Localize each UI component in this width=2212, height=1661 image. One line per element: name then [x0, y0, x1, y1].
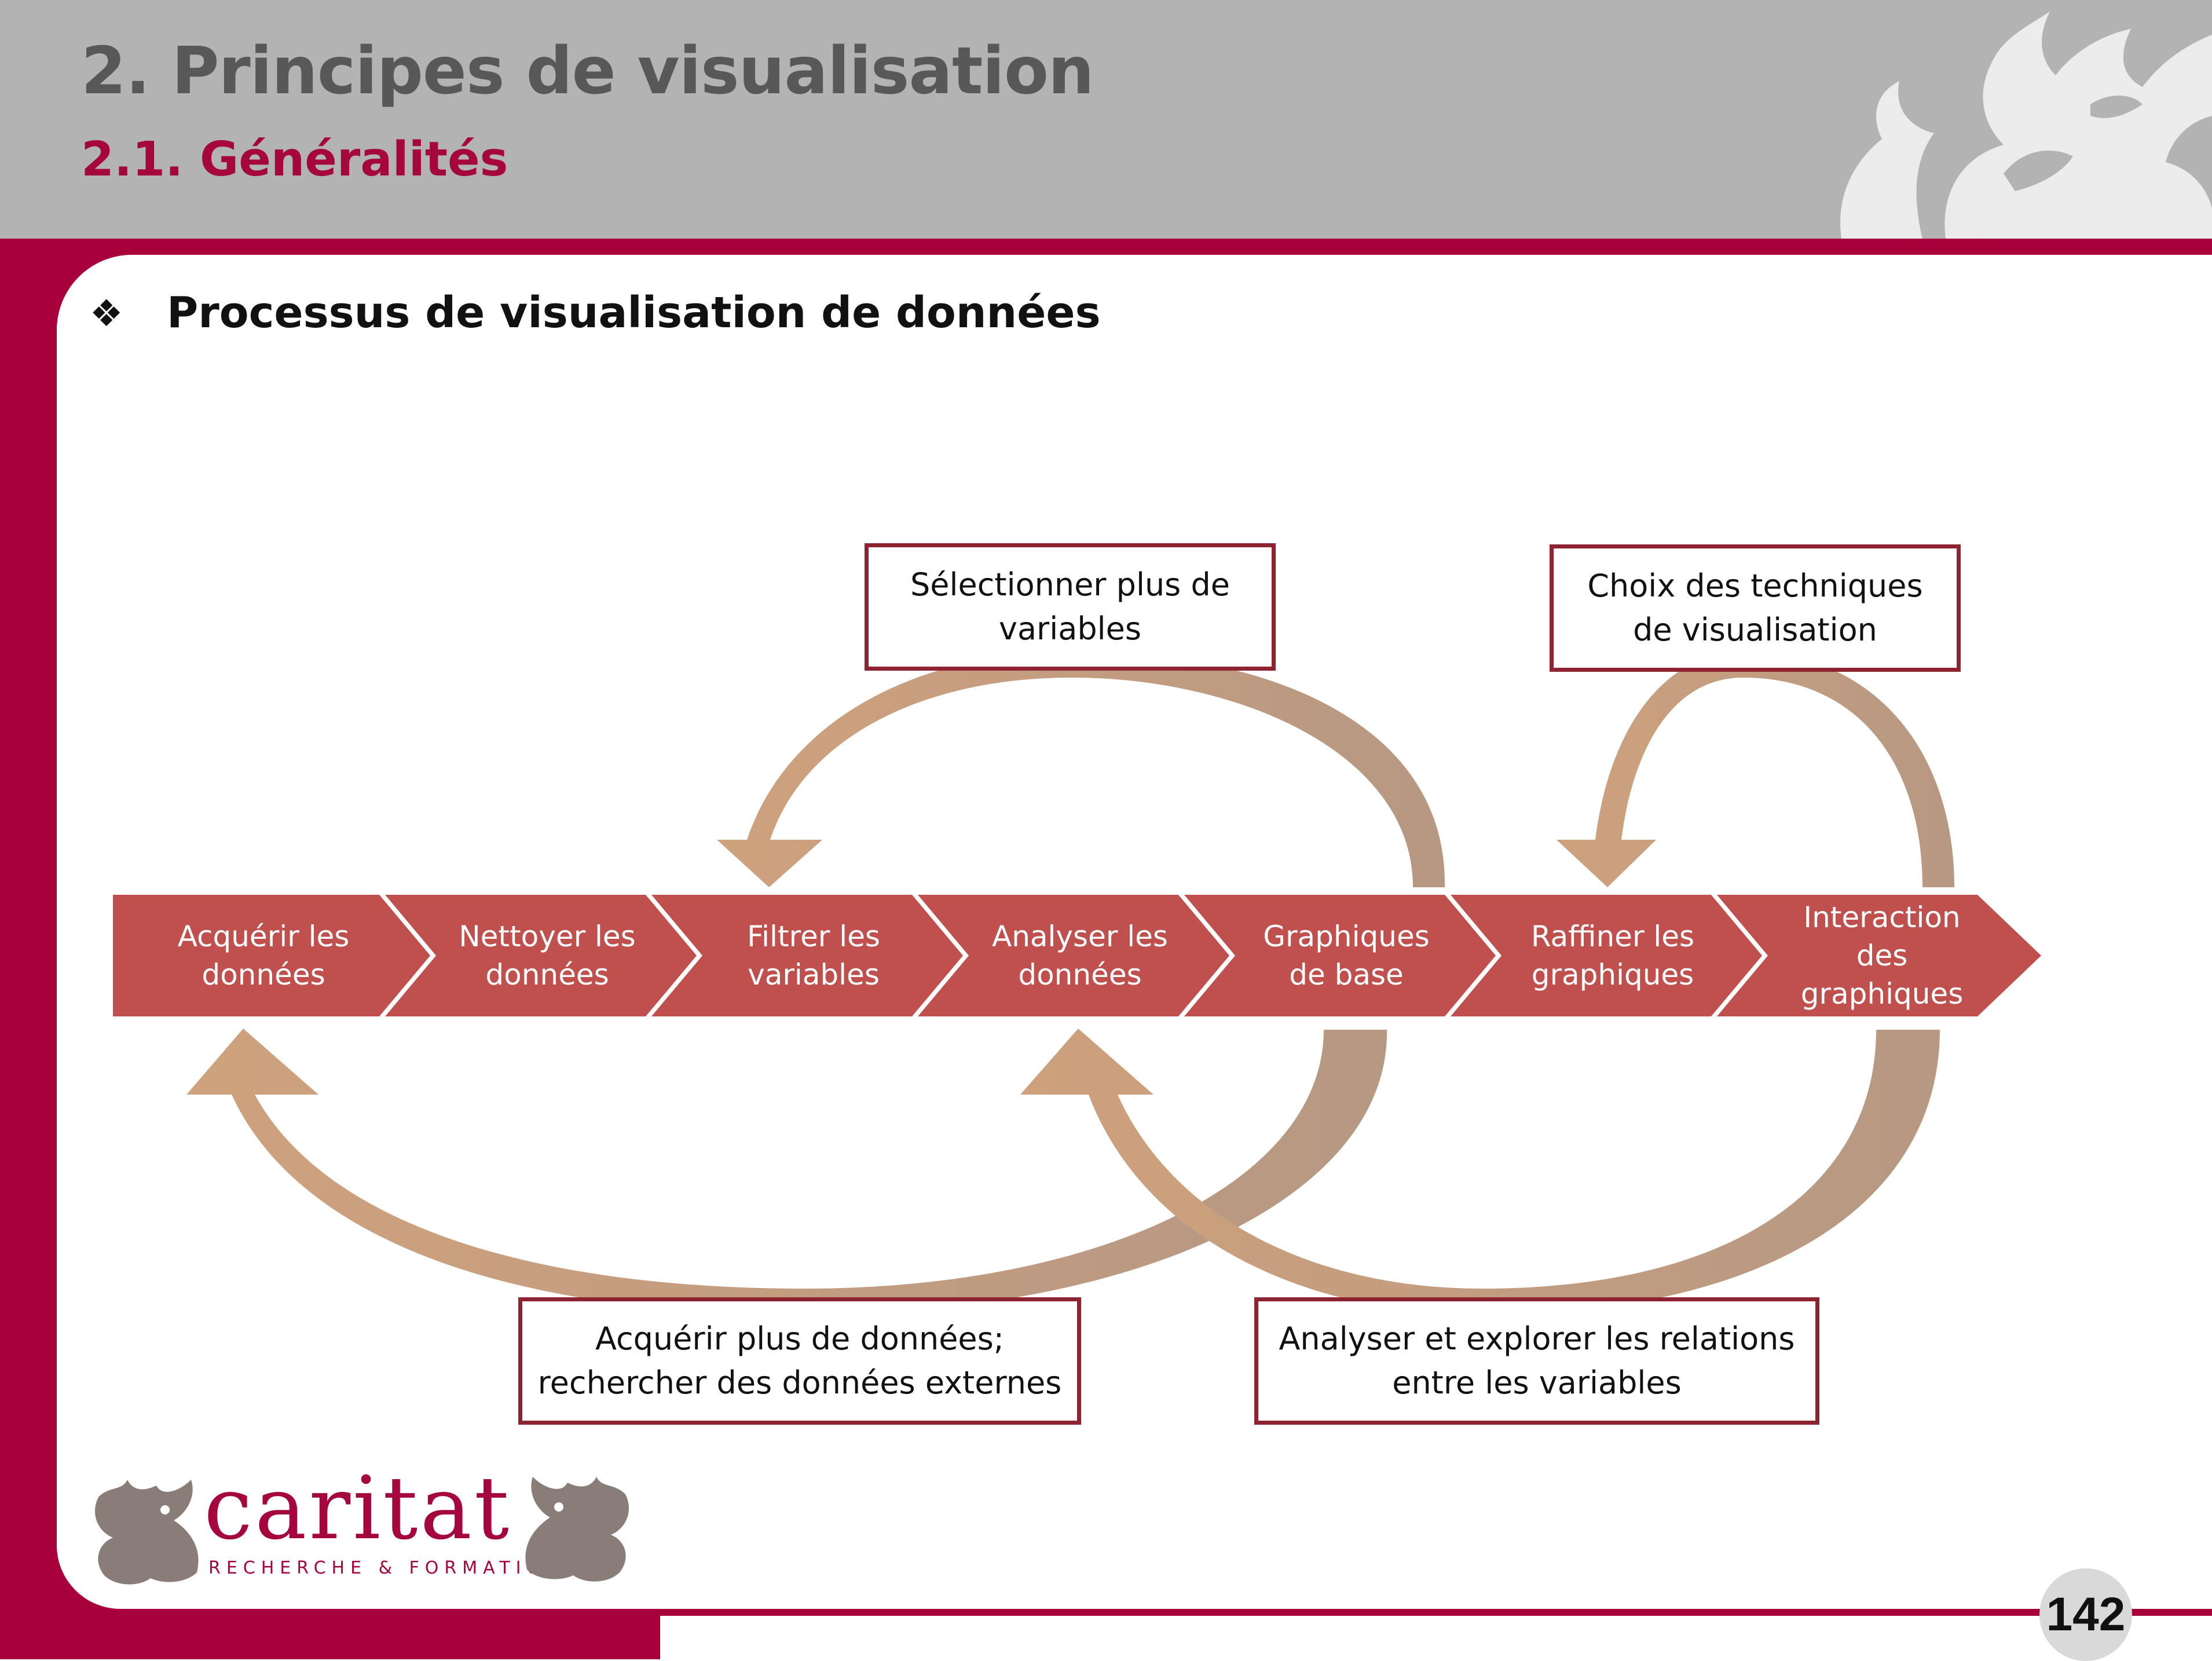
- note-explore-relations: Analyser et explorer les relations entre…: [1254, 1297, 1819, 1425]
- chevron-step-5: [1184, 895, 1496, 1016]
- logo-wordmark: caritat: [204, 1458, 512, 1559]
- loop-arrow-acquire-more: [186, 1029, 1387, 1315]
- step-label-4: Analyser les données: [992, 920, 1168, 992]
- diamond-bullet-icon: ❖: [90, 292, 123, 335]
- slide-title: 2. Principes de visualisation: [81, 34, 1094, 109]
- loop-arrow-select-variables: [717, 652, 1445, 887]
- slide-subtitle: 2.1. Généralités: [81, 132, 508, 187]
- chevron-step-6: [1451, 895, 1762, 1016]
- note-select-variables: Sélectionner plus de variables: [865, 543, 1276, 671]
- chevron-step-7: [1717, 895, 2041, 1016]
- dragon-logo-right-icon: [525, 1477, 629, 1582]
- step-label-6: Raffiner les graphiques: [1530, 920, 1695, 992]
- loop-arrow-visualization-choice: [1557, 652, 1954, 887]
- header-dragon-watermark: [1840, 12, 2212, 239]
- logo-tagline: RECHERCHE & FORMATION: [208, 1558, 565, 1578]
- step-label-3: Filtrer les variables: [747, 920, 880, 992]
- chevron-step-3: [651, 895, 963, 1016]
- step-label-2: Nettoyer les données: [459, 920, 636, 992]
- chevron-row: [113, 895, 2041, 1016]
- bottom-rule: [660, 1612, 2212, 1616]
- step-label-5: Graphiques de base: [1263, 920, 1430, 992]
- loop-arrow-explore-relations: [1020, 1029, 1940, 1315]
- chevron-step-2: [385, 895, 697, 1016]
- note-visualization-techniques: Choix des techniques de visualisation: [1550, 544, 1961, 672]
- bottom-strip: [660, 1614, 2212, 1659]
- chevron-step-1: [113, 895, 430, 1016]
- step-label-1: Acquérir les données: [177, 920, 350, 992]
- step-label-7: Interaction des graphiques: [1800, 901, 1964, 1011]
- dragon-logo-left-icon: [95, 1480, 199, 1585]
- note-acquire-more-data: Acquérir plus de données; rechercher des…: [518, 1297, 1081, 1425]
- chevron-step-4: [918, 895, 1229, 1016]
- page-number: 142: [2039, 1568, 2132, 1661]
- section-heading: Processus de visualisation de données: [167, 288, 1101, 338]
